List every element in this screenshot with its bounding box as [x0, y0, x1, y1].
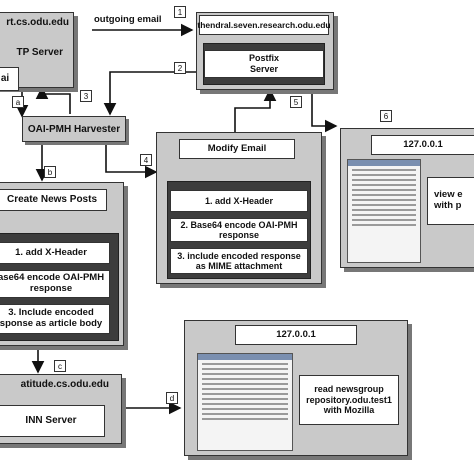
cs-server-host: rt.cs.odu.edu — [6, 17, 69, 28]
news-client-screenshot — [197, 353, 293, 451]
mail-client-screenshot — [347, 159, 421, 263]
modify-email-node: Modify Email 1. add X-Header 2. Base64 e… — [156, 132, 322, 284]
edge-5 — [234, 88, 277, 132]
modify-step-2: 2. Base64 encode OAI-PMH response — [170, 218, 308, 242]
create-news-step-3: 3. Include encoded sponse as article bod… — [0, 304, 110, 334]
postfix-server-node: thendral.seven.research.odu.edu Postfix … — [196, 12, 334, 90]
create-news-posts-node: Create News Posts 1. add X-Header ase64 … — [0, 182, 124, 346]
localhost-news-host: 127.0.0.1 — [235, 325, 357, 345]
edge-label-6: 6 — [380, 110, 392, 122]
cs-server-client: ai — [0, 67, 19, 91]
edge-label-3: 3 — [80, 90, 92, 102]
localhost-news-node: 127.0.0.1 read newsgroup repository.odu.… — [184, 320, 408, 456]
edge-3 — [35, 86, 71, 114]
oai-pmh-harvester-node: OAI-PMH Harvester — [22, 116, 126, 142]
localhost-news-caption: read newsgroup repository.odu.test1 with… — [299, 375, 399, 425]
postfix-service: Postfix Server — [204, 50, 324, 78]
cs-ftp-server-node: rt.cs.odu.edu TP Server ai — [0, 12, 74, 91]
inn-service: INN Server — [0, 405, 105, 437]
modify-step-3: 3. include encoded response as MIME atta… — [170, 248, 308, 274]
edge-label-5: 5 — [290, 96, 302, 108]
create-news-step-2: ase64 encode OAI-PMH response — [0, 270, 110, 298]
edge-label-b: b — [44, 166, 56, 178]
edge-label-c: c — [54, 360, 66, 372]
inn-host: atitude.cs.odu.edu — [20, 379, 109, 390]
create-news-title: Create News Posts — [0, 189, 107, 211]
inn-server-node: atitude.cs.odu.edu INN Server — [0, 374, 122, 444]
postfix-host: thendral.seven.research.odu.edu — [197, 15, 331, 35]
modify-email-steps: 1. add X-Header 2. Base64 encode OAI-PMH… — [167, 181, 311, 279]
localhost-mail-host: 127.0.0.1 — [371, 135, 474, 155]
edge-label-a: a — [12, 96, 24, 108]
outgoing-email-label: outgoing email — [94, 14, 162, 25]
edge-label-d: d — [166, 392, 178, 404]
edge-label-4: 4 — [140, 154, 152, 166]
edge-label-1: 1 — [174, 6, 186, 18]
edge-2 — [103, 71, 198, 116]
harvester-label: OAI-PMH Harvester — [27, 123, 121, 135]
cs-server-service: TP Server — [16, 47, 63, 58]
localhost-mail-caption: view e with p — [427, 177, 474, 225]
modify-step-1: 1. add X-Header — [170, 190, 308, 212]
edge-label-2: 2 — [174, 62, 186, 74]
create-news-step-1: 1. add X-Header — [0, 242, 110, 264]
edge-4 — [105, 142, 158, 179]
create-news-steps: 1. add X-Header ase64 encode OAI-PMH res… — [0, 233, 119, 341]
localhost-mail-node: 127.0.0.1 view e with p — [340, 128, 474, 268]
edge-6 — [311, 90, 338, 133]
postfix-service-panel: Postfix Server — [203, 43, 325, 85]
modify-email-title: Modify Email — [179, 139, 295, 159]
